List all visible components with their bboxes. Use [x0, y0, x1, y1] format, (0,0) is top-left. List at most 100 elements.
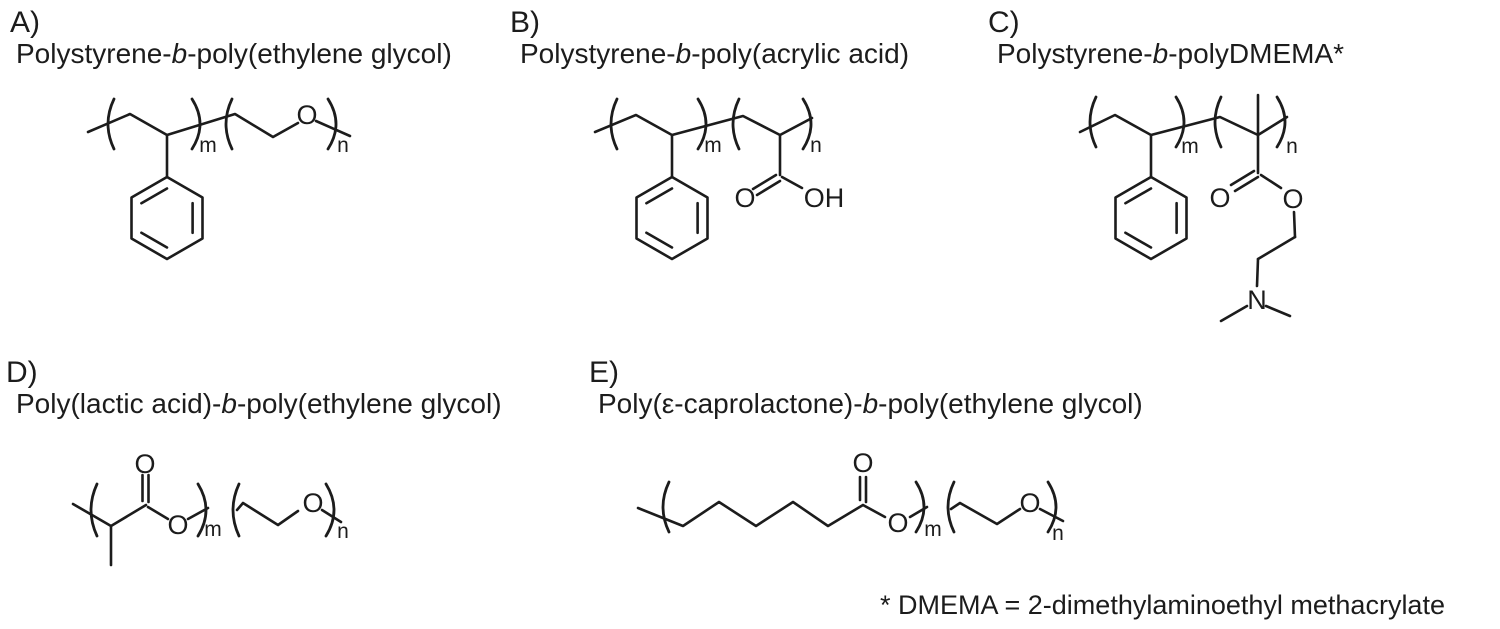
ring-double-bond-3 — [140, 231, 169, 249]
ring-double-bond-1 — [140, 187, 169, 205]
o-ch2-bond — [1292, 210, 1297, 239]
panel-c-title-post: -polyDMEMA* — [1168, 38, 1345, 69]
paren-open-n — [231, 482, 241, 538]
chain-end-bond — [320, 508, 343, 524]
ester-oxygen-label: O — [887, 508, 908, 538]
benzene-hexagon — [635, 175, 709, 261]
amine-nitrogen-label: N — [1247, 285, 1267, 315]
peg-unit — [949, 501, 1065, 526]
panel-b-title-pre: Polystyrene- — [520, 38, 676, 69]
backbone-chain — [86, 112, 300, 139]
paren-close-n — [801, 97, 813, 151]
panel-c-title-pre: Polystyrene- — [997, 38, 1153, 69]
panel-e-label: E) — [589, 356, 619, 389]
repeat-brackets — [1088, 95, 1287, 149]
c-oh-bond — [780, 175, 804, 190]
panel-b-label: B) — [510, 6, 540, 39]
backbone-chain — [71, 502, 148, 528]
panel-b-title-post: -poly(acrylic acid) — [691, 38, 910, 69]
peg-unit — [235, 501, 343, 527]
panel-e-title-post: -poly(ethylene glycol) — [878, 388, 1143, 419]
panel-b-title: Polystyrene-b-poly(acrylic acid) — [520, 40, 909, 68]
paren-close-m — [696, 97, 708, 151]
panel-c-title-b: b — [1152, 38, 1169, 69]
panel-d-label: D) — [6, 356, 38, 389]
ester-oxygen-label: O — [1282, 184, 1303, 214]
subscript-n: n — [337, 134, 349, 157]
carbonyl-oxygen-label: O — [134, 449, 155, 479]
panel-e-title-pre: Poly(ε-caprolactone)- — [598, 388, 863, 419]
subscript-n: n — [810, 134, 822, 157]
panel-b-title-b: b — [675, 38, 692, 69]
paren-close-n — [1046, 480, 1058, 534]
structure-c-polystyrene-b-pdmema: O O N m n — [1078, 93, 1304, 323]
dmema-footnote: * DMEMA = 2-dimethylaminoethyl methacryl… — [880, 590, 1445, 620]
phenyl-ring — [1114, 133, 1188, 261]
carboxyl-group — [751, 133, 804, 197]
structure-e-pcl-b-peg: O O O m n — [636, 448, 1065, 545]
paren-open-n — [946, 480, 956, 534]
aminoethyl-chain — [1219, 210, 1297, 323]
hydroxyl-label: OH — [804, 183, 845, 213]
backbone-bonds — [593, 113, 814, 137]
paren-open-m — [1088, 95, 1098, 149]
panel-a-title-b: b — [171, 38, 188, 69]
backbone-chain — [636, 500, 887, 528]
panel-a-title-pre: Polystyrene- — [16, 38, 172, 69]
ether-oxygen-label: O — [296, 100, 317, 130]
subscript-m: m — [204, 518, 222, 541]
structure-d-pla-b-peg: O O O m n — [71, 449, 349, 567]
c-o-ester-bond — [1259, 173, 1283, 190]
structure-b-polystyrene-b-paa: O OH m n — [593, 97, 845, 261]
paren-open-n — [731, 97, 741, 151]
chain-end-bond — [314, 119, 352, 138]
paren-open-n — [224, 97, 234, 151]
ether-oxygen-label: O — [302, 488, 323, 518]
benzene-hexagon — [1114, 175, 1188, 261]
ether-oxygen-label: O — [1019, 488, 1040, 518]
panel-c-title: Polystyrene-b-polyDMEMA* — [997, 40, 1344, 68]
repeat-brackets — [609, 97, 813, 151]
subscript-m: m — [199, 134, 217, 157]
phenyl-ring — [130, 133, 204, 261]
peg-chain — [235, 501, 300, 527]
paren-close-m — [914, 480, 926, 534]
subscript-m: m — [704, 134, 722, 157]
peg-chain — [949, 501, 1022, 526]
panel-d-title-pre: Poly(lactic acid)- — [16, 388, 222, 419]
panel-a-label: A) — [10, 6, 40, 39]
panel-d-title: Poly(lactic acid)-b-poly(ethylene glycol… — [16, 390, 502, 418]
n-methyl-right-bond — [1264, 304, 1292, 318]
backbone-chain — [593, 113, 814, 137]
ring-double-bond-3 — [1124, 231, 1153, 249]
paren-close-n — [324, 482, 336, 538]
carbonyl-double-bond-2 — [755, 179, 782, 197]
carbonyl-double-bond-2 — [1233, 175, 1260, 193]
panel-a-title: Polystyrene-b-poly(ethylene glycol) — [16, 40, 452, 68]
benzene-hexagon — [130, 175, 204, 261]
paren-close-n — [1275, 95, 1287, 149]
ring-double-bond-1 — [645, 187, 674, 205]
paren-open-n — [1213, 95, 1223, 149]
subscript-n: n — [1286, 135, 1298, 158]
panel-e-title: Poly(ε-caprolactone)-b-poly(ethylene gly… — [598, 390, 1143, 418]
carbonyl-double-bond-1 — [1229, 169, 1256, 187]
c-o-ester-bond — [146, 505, 170, 521]
structure-a-polystyrene-b-peg: O m n — [86, 97, 352, 261]
subscript-n: n — [1052, 522, 1064, 545]
ring-double-bond-1 — [1124, 187, 1153, 205]
paren-close-m — [196, 482, 208, 538]
caprolactone-unit — [636, 475, 929, 528]
carbonyl-double-bond-1 — [751, 173, 778, 191]
repeat-brackets — [661, 480, 1058, 534]
carbonyl-oxygen-label: O — [852, 448, 873, 478]
repeat-brackets — [89, 482, 336, 538]
paren-open-m — [661, 480, 671, 534]
paren-close-n — [326, 97, 338, 151]
panel-d-title-b: b — [221, 388, 237, 419]
subscript-m: m — [1181, 135, 1199, 158]
paren-close-m — [190, 97, 202, 151]
n-methyl-left-bond — [1219, 304, 1249, 323]
carbonyl-oxygen-label: O — [734, 183, 755, 213]
